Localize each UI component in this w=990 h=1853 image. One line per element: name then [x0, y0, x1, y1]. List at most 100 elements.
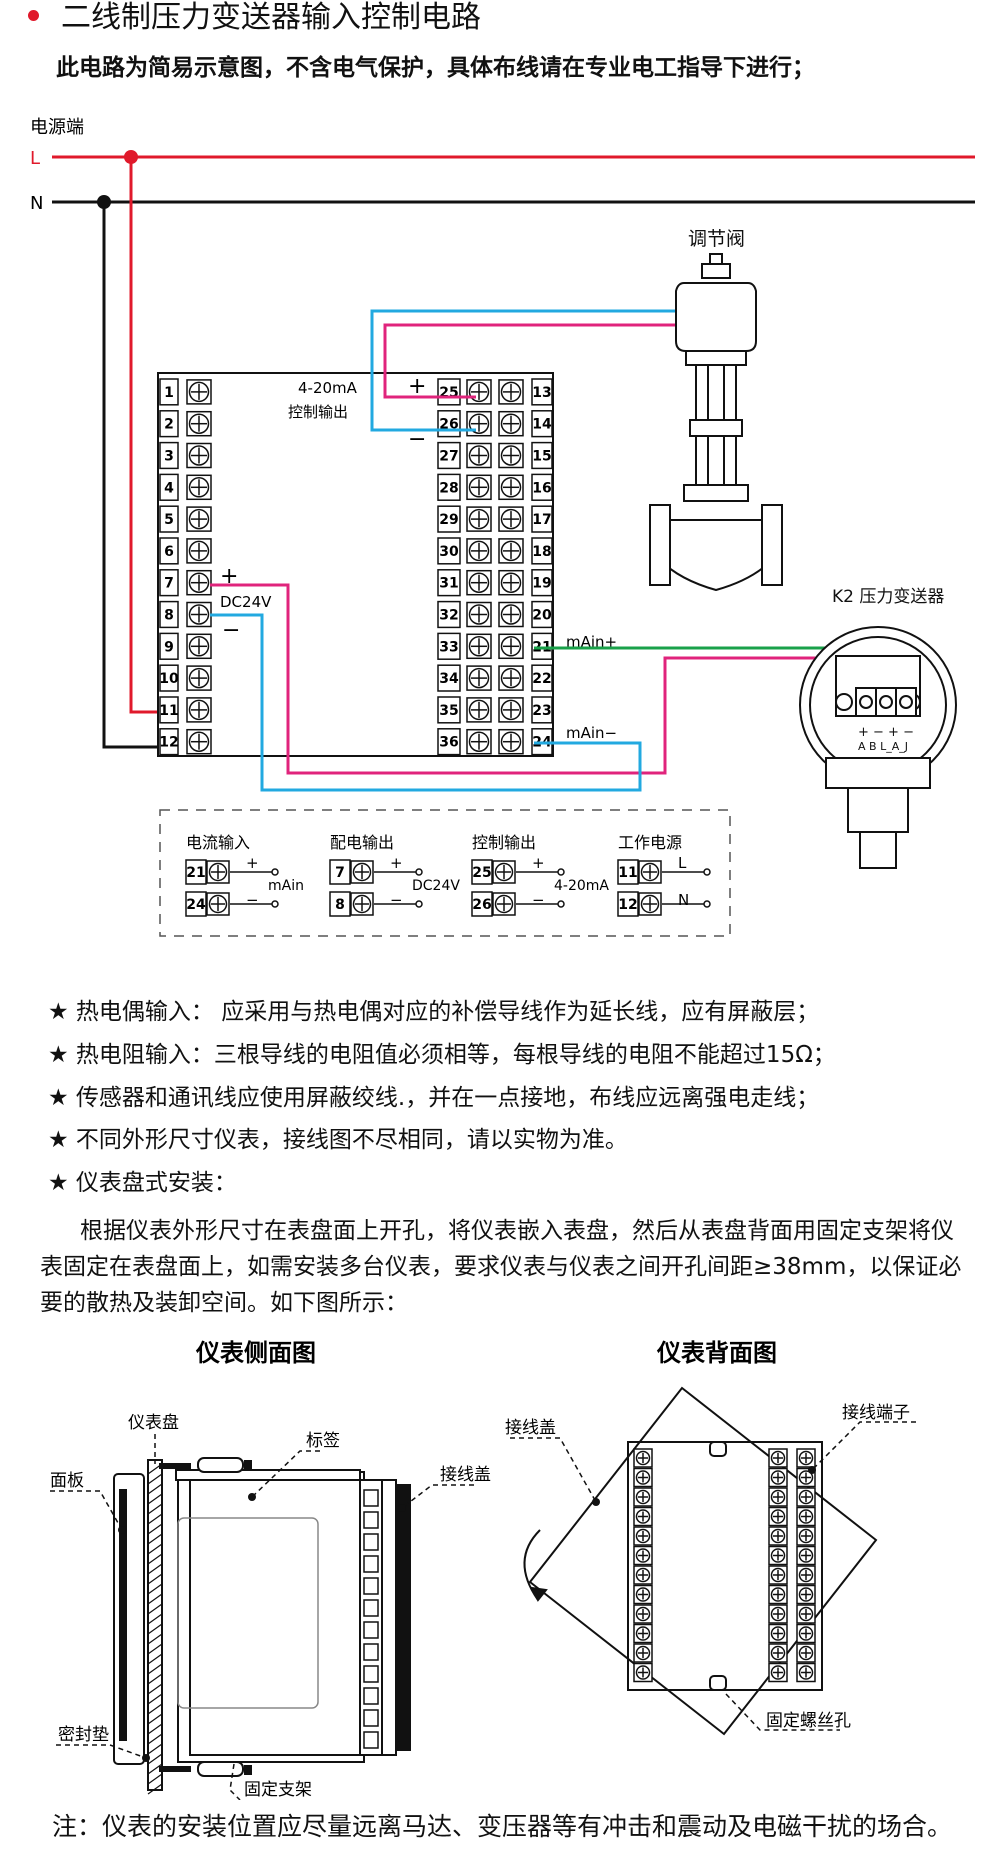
legend-terminal-21: 21 — [186, 865, 205, 881]
terminal-3: 3 — [164, 449, 174, 465]
pressure-transmitter: K2 压力变送器 + − + − A B L_A_J — [799, 587, 957, 869]
plus-7: + — [220, 564, 238, 589]
plus-25: + — [408, 374, 426, 399]
terminal-5: 5 — [164, 512, 174, 528]
note-panel-install: ★ 仪表盘式安装： — [48, 1170, 237, 1196]
power-l-label: L — [30, 148, 40, 169]
valve-label: 调节阀 — [688, 228, 745, 250]
legend-current_input-tag: mAin — [268, 878, 304, 894]
side-view-title: 仪表侧面图 — [195, 1338, 316, 1367]
legend-terminal-8: 8 — [335, 897, 345, 913]
legend-power_output-sign-0: + — [390, 854, 403, 872]
legend-terminal-12: 12 — [618, 897, 637, 913]
legend-terminal-24: 24 — [186, 897, 206, 913]
legend-work_power-sign-0: L — [678, 854, 687, 872]
terminal-2: 2 — [164, 417, 174, 433]
install-paragraph-text: 根据仪表外形尺寸在表盘面上开孔，将仪表嵌入表盘，然后从表盘背面用固定支架将仪表固… — [40, 1218, 962, 1316]
screw-hole-label: 固定螺丝孔 — [766, 1711, 851, 1731]
terminal-22: 22 — [532, 671, 551, 687]
note-shield: ★ 传感器和通讯线应使用屏蔽绞线.，并在一点接地，布线应远离强电走线； — [48, 1085, 820, 1111]
terminal-1: 1 — [164, 385, 174, 401]
note-rtd: ★ 热电阻输入：三根导线的电阻值必须相等，每根导线的电阻不能超过15Ω； — [48, 1042, 836, 1068]
back-cover-label: 接线盖 — [505, 1418, 556, 1438]
terminal-20: 20 — [532, 608, 552, 624]
panel-board-label: 仪表盘 — [128, 1413, 179, 1433]
side-callouts — [50, 1434, 474, 1800]
wire-magenta-valve — [383, 323, 680, 399]
controller-body — [157, 372, 554, 757]
power-n-label: N — [30, 193, 43, 214]
transmitter-letters: A B L_A_J — [858, 740, 908, 753]
terminal-17: 17 — [532, 512, 551, 528]
legend-control_output-tag: 4-20mA — [554, 878, 609, 894]
legend-current_input-sign-0: + — [246, 854, 259, 872]
terminal-23: 23 — [532, 703, 551, 719]
terminal-10: 10 — [159, 671, 179, 687]
back-view-title: 仪表背面图 — [656, 1338, 777, 1367]
main-minus-label: mAin− — [566, 724, 617, 742]
legend-current_input-sign-1: − — [246, 891, 259, 909]
legend-power_output-title: 配电输出 — [330, 833, 394, 852]
transmitter-signs: + − + − — [858, 725, 914, 740]
minus-8: − — [222, 618, 240, 643]
subtitle: 此电路为简易示意图，不含电气保护，具体布线请在专业电工指导下进行； — [56, 55, 815, 81]
terminal-36: 36 — [439, 735, 458, 751]
wire-cyan-dc — [210, 613, 642, 792]
wire-l-drop — [129, 157, 162, 714]
note-thermocouple: ★ 热电偶输入： 应采用与热电偶对应的补偿导线作为延长线，应有屏蔽层； — [48, 999, 820, 1025]
terminal-35: 35 — [439, 703, 458, 719]
bullet-dot — [28, 10, 39, 21]
legend-control_output-title: 控制输出 — [472, 833, 536, 852]
page-title: 二线制压力变送器输入控制电路 — [28, 0, 481, 36]
transmitter-label: K2 压力变送器 — [832, 587, 944, 607]
legend-terminal-11: 11 — [618, 865, 637, 881]
legend-terminal-26: 26 — [472, 897, 491, 913]
label-tag-label: 标签 — [306, 1431, 340, 1451]
terminal-34: 34 — [439, 671, 459, 687]
gasket-label: 密封垫 — [58, 1725, 109, 1745]
power-label: 电源端 — [30, 117, 84, 138]
footer-note: 注：仪表的安装位置应尽量远离马达、变压器等有冲击和震动及电磁干扰的场合。 — [52, 1812, 953, 1841]
back-callouts — [510, 1421, 916, 1731]
control-output-ma: 4-20mA — [298, 379, 358, 397]
legend-power_output-tag: DC24V — [412, 878, 460, 894]
terminal-18: 18 — [532, 544, 551, 560]
terminal-11: 11 — [159, 703, 178, 719]
control-output-label: 控制输出 — [288, 403, 348, 421]
side-view — [113, 1457, 411, 1795]
legend-work_power-sign-1: N — [678, 891, 689, 909]
legend-control_output-sign-1: − — [532, 891, 545, 909]
terminal-13: 13 — [532, 385, 551, 401]
legend-terminal-7: 7 — [335, 865, 345, 881]
terminal-7: 7 — [164, 576, 174, 592]
terminal-9: 9 — [164, 639, 174, 655]
terminal-16: 16 — [532, 480, 551, 496]
legend-box — [159, 809, 731, 937]
terminal-15: 15 — [532, 449, 551, 465]
back-view — [523, 1386, 878, 1736]
terminal-29: 29 — [439, 512, 458, 528]
terminal-30: 30 — [439, 544, 459, 560]
terminal-8: 8 — [164, 608, 174, 624]
legend-work_power-title: 工作电源 — [618, 833, 682, 852]
terminal-31: 31 — [439, 576, 458, 592]
terminal-28: 28 — [439, 480, 458, 496]
face-label: 面板 — [50, 1471, 84, 1491]
title-text: 二线制压力变送器输入控制电路 — [61, 0, 481, 35]
terminal-32: 32 — [439, 608, 458, 624]
minus-26: − — [408, 427, 426, 452]
terminal-12: 12 — [159, 735, 178, 751]
terminal-4: 4 — [164, 480, 174, 496]
terminal-19: 19 — [532, 576, 551, 592]
bracket-label: 固定支架 — [244, 1780, 312, 1800]
terminal-label: 接线端子 — [842, 1403, 910, 1423]
control-valve: 调节阀 — [649, 228, 783, 592]
legend-control_output-sign-0: + — [532, 854, 545, 872]
legend-power_output-sign-1: − — [390, 891, 403, 909]
terminal-6: 6 — [164, 544, 174, 560]
terminal-33: 33 — [439, 639, 458, 655]
